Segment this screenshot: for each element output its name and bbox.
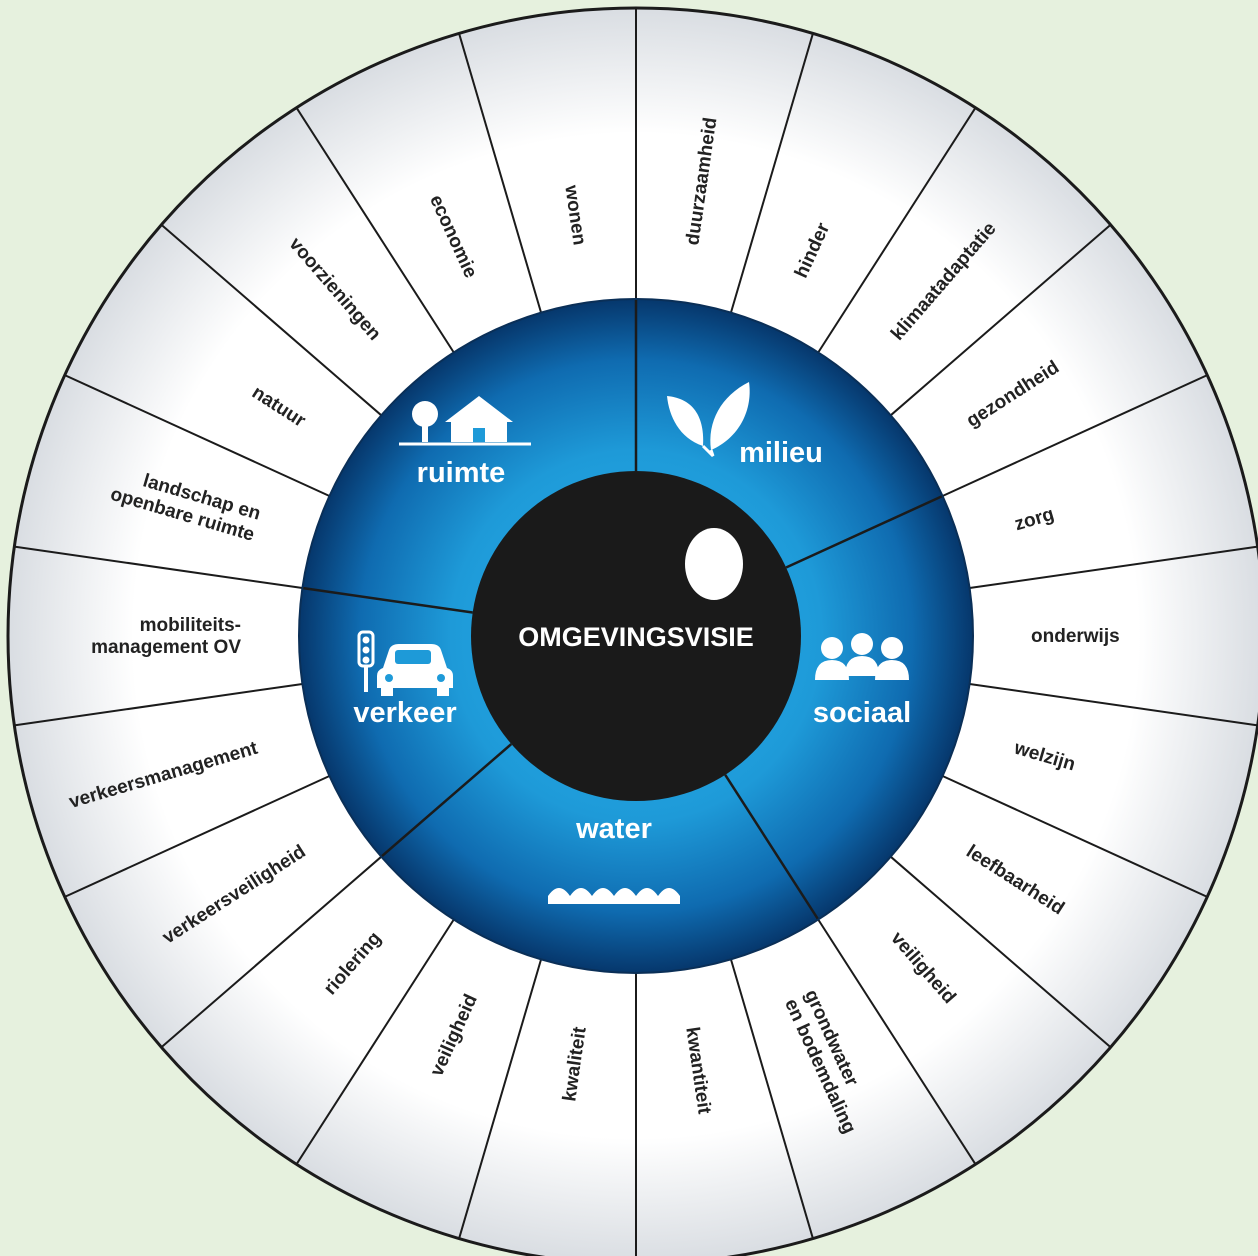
topic-divider bbox=[458, 959, 543, 1239]
topic-divider bbox=[817, 918, 977, 1165]
tree-house-icon bbox=[399, 396, 531, 446]
waves-icon bbox=[548, 888, 680, 904]
people-icon bbox=[815, 633, 909, 680]
topic-divider bbox=[295, 918, 455, 1165]
topic-divider bbox=[942, 775, 1208, 898]
topic-label: mobiliteits-management OV bbox=[91, 615, 241, 658]
category-ring-edge bbox=[298, 298, 974, 974]
category-label-verkeer: verkeer bbox=[353, 697, 456, 729]
topic-divider bbox=[890, 223, 1112, 417]
eye-highlight bbox=[685, 528, 743, 600]
topic-divider bbox=[14, 545, 303, 590]
topic-divider bbox=[969, 545, 1258, 590]
topic-divider bbox=[890, 855, 1112, 1049]
category-label-water: water bbox=[575, 813, 652, 845]
category-label-ruimte: ruimte bbox=[417, 457, 506, 489]
topic-divider bbox=[14, 682, 303, 727]
topic-divider bbox=[729, 33, 814, 313]
topic-divider bbox=[458, 33, 543, 313]
topic-divider bbox=[64, 775, 330, 898]
topic-divider bbox=[295, 107, 455, 354]
topic-divider bbox=[942, 374, 1208, 497]
category-divider bbox=[724, 774, 820, 921]
category-label-sociaal: sociaal bbox=[813, 697, 911, 729]
category-label-milieu: milieu bbox=[739, 437, 823, 469]
center-title: OMGEVINGSVISIE bbox=[518, 622, 754, 652]
topic-divider bbox=[817, 107, 977, 354]
topic-divider bbox=[160, 855, 382, 1049]
category-divider bbox=[302, 586, 473, 614]
topic-divider bbox=[969, 682, 1258, 727]
category-divider bbox=[380, 743, 513, 858]
topic-divider bbox=[160, 223, 382, 417]
topic-divider bbox=[64, 374, 330, 497]
topic-divider bbox=[729, 959, 814, 1239]
topic-label: onderwijs bbox=[1031, 626, 1120, 647]
car-traffic-light-icon bbox=[357, 630, 453, 696]
category-divider bbox=[785, 494, 944, 569]
center-disc: OMGEVINGSVISIE bbox=[471, 471, 801, 801]
leaves-icon bbox=[667, 382, 750, 458]
